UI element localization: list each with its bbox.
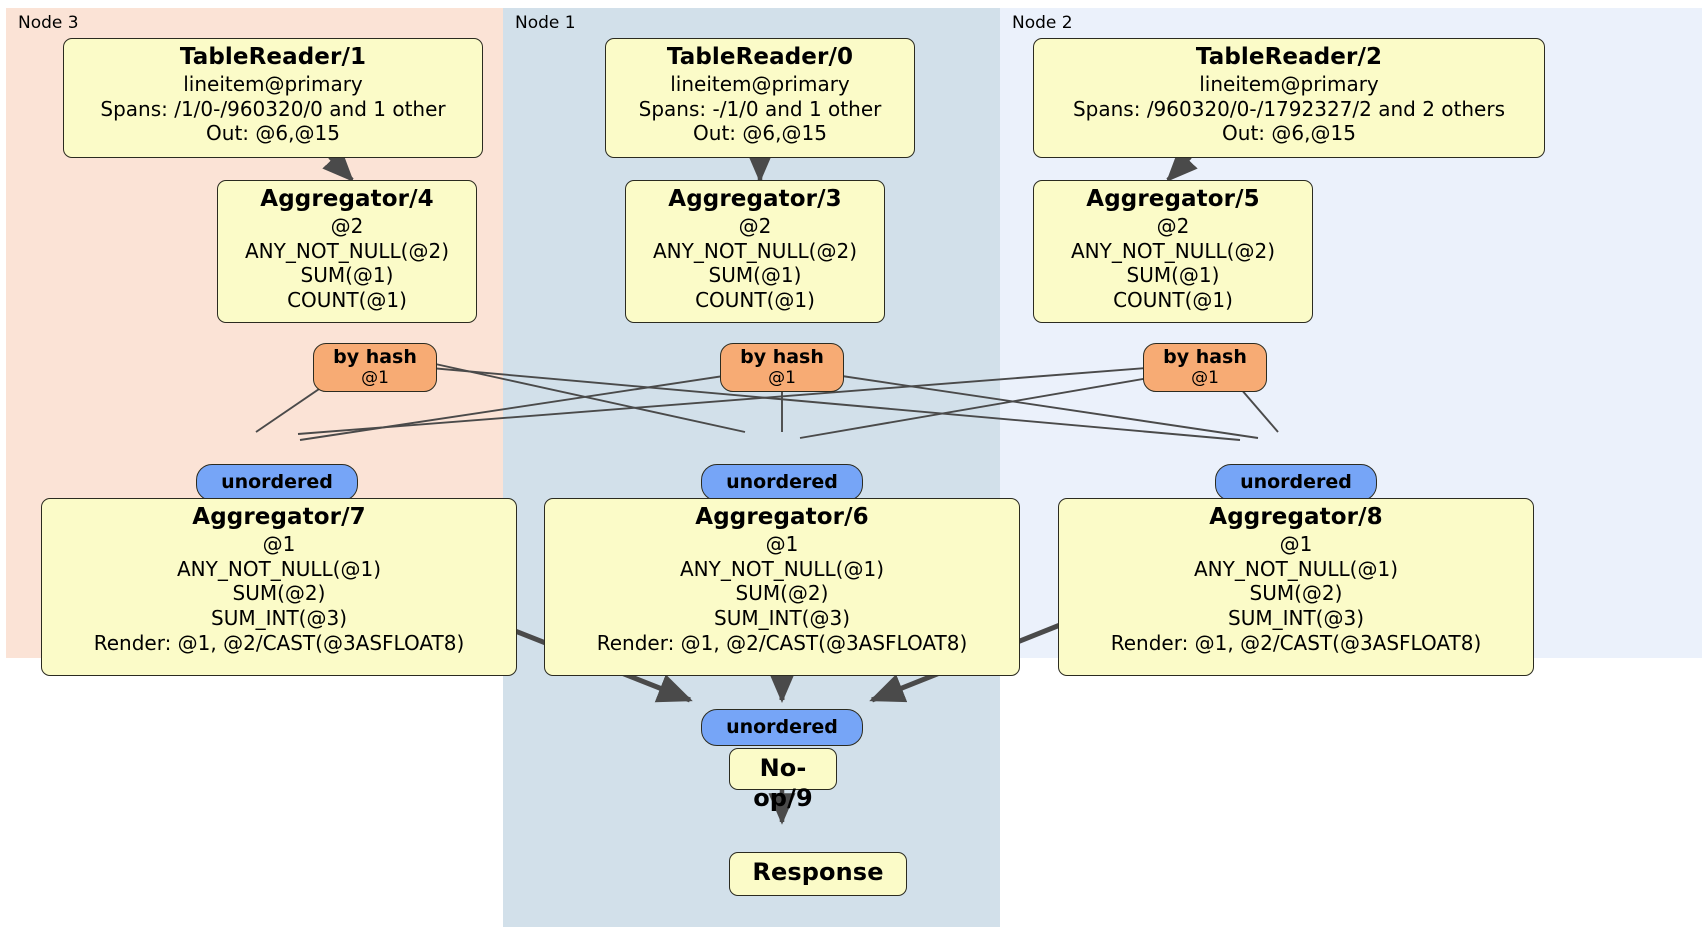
processor-title: Aggregator/7 bbox=[192, 504, 366, 530]
synchronizer-label: unordered bbox=[221, 470, 333, 493]
router-detail: @1 bbox=[361, 367, 389, 388]
processor-line: lineitem@primary bbox=[183, 72, 363, 97]
processor-response[interactable]: Response bbox=[729, 852, 907, 896]
processor-title: Aggregator/3 bbox=[668, 186, 842, 212]
processor-title: Aggregator/4 bbox=[260, 186, 434, 212]
synchronizer-unordered-left[interactable]: unordered bbox=[196, 464, 358, 501]
node-panel-label-node2: Node 2 bbox=[1012, 13, 1073, 33]
processor-tablereader-0[interactable]: TableReader/0 lineitem@primary Spans: -/… bbox=[605, 38, 915, 158]
synchronizer-unordered-right[interactable]: unordered bbox=[1215, 464, 1377, 501]
processor-aggregator-5[interactable]: Aggregator/5 @2 ANY_NOT_NULL(@2) SUM(@1)… bbox=[1033, 180, 1313, 323]
processor-line: Render: @1, @2/CAST(@3ASFLOAT8) bbox=[1110, 630, 1482, 655]
synchronizer-label: unordered bbox=[1240, 470, 1352, 493]
synchronizer-unordered-final[interactable]: unordered bbox=[701, 709, 863, 746]
processor-aggregator-3[interactable]: Aggregator/3 @2 ANY_NOT_NULL(@2) SUM(@1)… bbox=[625, 180, 885, 323]
router-label: by hash bbox=[1163, 346, 1247, 369]
processor-line: COUNT(@1) bbox=[1113, 288, 1233, 313]
processor-line: Render: @1, @2/CAST(@3ASFLOAT8) bbox=[596, 630, 968, 655]
processor-line: @1 bbox=[262, 532, 296, 557]
synchronizer-label: unordered bbox=[726, 715, 838, 738]
processor-line: ANY_NOT_NULL(@2) bbox=[1071, 238, 1275, 263]
processor-title: TableReader/1 bbox=[179, 44, 367, 70]
router-label: by hash bbox=[333, 346, 417, 369]
synchronizer-unordered-center[interactable]: unordered bbox=[701, 464, 863, 501]
processor-title: TableReader/2 bbox=[1195, 44, 1383, 70]
processor-line: COUNT(@1) bbox=[287, 288, 407, 313]
processor-line: SUM(@1) bbox=[300, 263, 394, 288]
processor-title: No-op/9 bbox=[753, 754, 813, 812]
processor-line: Spans: /1/0-/960320/0 and 1 other bbox=[100, 96, 446, 121]
processor-title: Aggregator/6 bbox=[695, 504, 869, 530]
processor-line: SUM_INT(@3) bbox=[714, 606, 850, 631]
processor-line: @1 bbox=[1279, 532, 1313, 557]
processor-line: SUM_INT(@3) bbox=[211, 606, 347, 631]
processor-line: @2 bbox=[1156, 214, 1190, 239]
processor-line: ANY_NOT_NULL(@1) bbox=[177, 556, 381, 581]
processor-aggregator-8[interactable]: Aggregator/8 @1 ANY_NOT_NULL(@1) SUM(@2)… bbox=[1058, 498, 1534, 676]
processor-noop-9[interactable]: No-op/9 bbox=[729, 748, 837, 812]
router-detail: @1 bbox=[1191, 367, 1219, 388]
processor-line: SUM(@1) bbox=[1126, 263, 1220, 288]
processor-line: ANY_NOT_NULL(@1) bbox=[1194, 556, 1398, 581]
processor-tablereader-2[interactable]: TableReader/2 lineitem@primary Spans: /9… bbox=[1033, 38, 1545, 158]
processor-aggregator-7[interactable]: Aggregator/7 @1 ANY_NOT_NULL(@1) SUM(@2)… bbox=[41, 498, 517, 676]
processor-line: Out: @6,@15 bbox=[1222, 121, 1356, 146]
processor-aggregator-6[interactable]: Aggregator/6 @1 ANY_NOT_NULL(@1) SUM(@2)… bbox=[544, 498, 1020, 676]
processor-line: SUM(@2) bbox=[1249, 581, 1343, 606]
processor-line: ANY_NOT_NULL(@2) bbox=[245, 238, 449, 263]
router-label: by hash bbox=[740, 346, 824, 369]
processor-line: Out: @6,@15 bbox=[206, 121, 340, 146]
processor-title: Aggregator/5 bbox=[1086, 186, 1260, 212]
processor-line: @1 bbox=[765, 532, 799, 557]
processor-title: Response bbox=[752, 858, 884, 886]
processor-line: SUM_INT(@3) bbox=[1228, 606, 1364, 631]
node-panel-label-node1: Node 1 bbox=[515, 13, 576, 33]
processor-line: Render: @1, @2/CAST(@3ASFLOAT8) bbox=[93, 630, 465, 655]
processor-line: Spans: -/1/0 and 1 other bbox=[638, 96, 882, 121]
router-detail: @1 bbox=[768, 367, 796, 388]
processor-line: lineitem@primary bbox=[670, 72, 850, 97]
processor-line: @2 bbox=[738, 214, 772, 239]
node-panel-label-node3: Node 3 bbox=[18, 13, 79, 33]
processor-line: SUM(@2) bbox=[232, 581, 326, 606]
processor-line: SUM(@1) bbox=[708, 263, 802, 288]
processor-line: ANY_NOT_NULL(@2) bbox=[653, 238, 857, 263]
hash-router-center[interactable]: by hash @1 bbox=[720, 343, 844, 392]
hash-router-left[interactable]: by hash @1 bbox=[313, 343, 437, 392]
processor-title: TableReader/0 bbox=[666, 44, 854, 70]
processor-line: COUNT(@1) bbox=[695, 288, 815, 313]
processor-line: @2 bbox=[330, 214, 364, 239]
processor-line: lineitem@primary bbox=[1199, 72, 1379, 97]
processor-line: Spans: /960320/0-/1792327/2 and 2 others bbox=[1072, 96, 1505, 121]
processor-tablereader-1[interactable]: TableReader/1 lineitem@primary Spans: /1… bbox=[63, 38, 483, 158]
processor-title: Aggregator/8 bbox=[1209, 504, 1383, 530]
synchronizer-label: unordered bbox=[726, 470, 838, 493]
hash-router-right[interactable]: by hash @1 bbox=[1143, 343, 1267, 392]
processor-line: SUM(@2) bbox=[735, 581, 829, 606]
processor-line: Out: @6,@15 bbox=[693, 121, 827, 146]
processor-aggregator-4[interactable]: Aggregator/4 @2 ANY_NOT_NULL(@2) SUM(@1)… bbox=[217, 180, 477, 323]
processor-line: ANY_NOT_NULL(@1) bbox=[680, 556, 884, 581]
